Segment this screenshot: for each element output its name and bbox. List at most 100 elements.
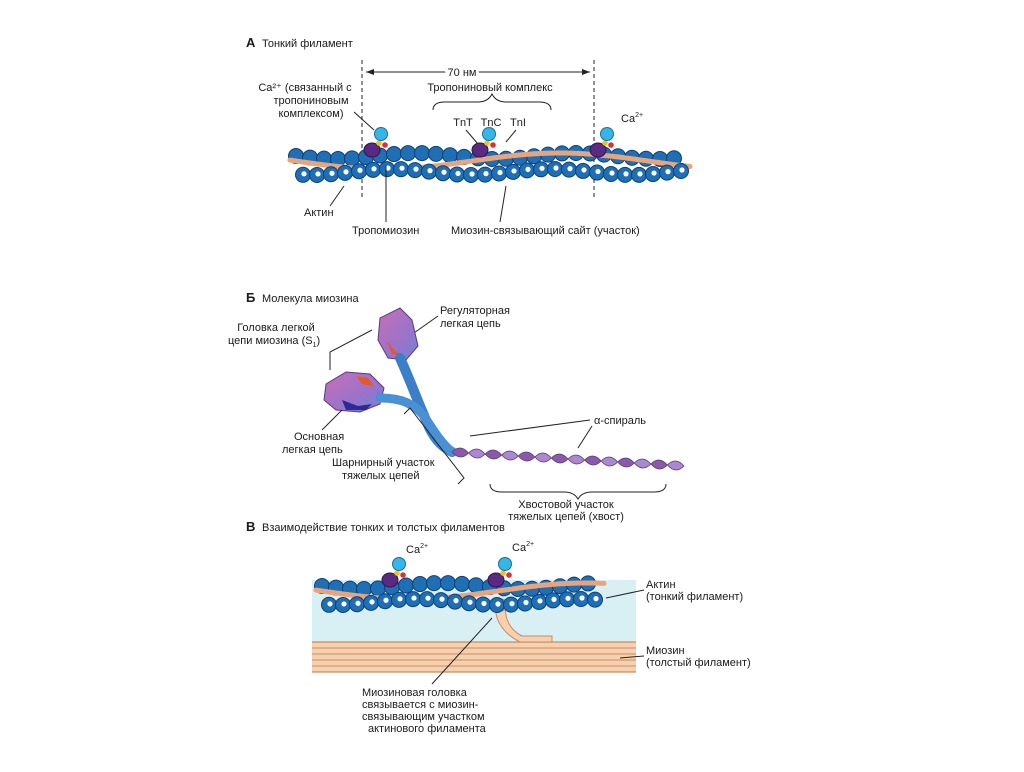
coiled-coil-segment [534, 452, 552, 463]
myosin-binding-site-dot [651, 170, 657, 176]
essential-light-chain-line2: легкая цепь [282, 444, 343, 456]
myosin-binding-site-dot [665, 169, 671, 175]
myosin-binding-site-dot [565, 595, 571, 601]
actin-monomer-upper [442, 147, 458, 164]
myosin-binding-site-dot [595, 168, 601, 175]
actin-monomer-upper [454, 575, 470, 592]
myosin-binding-site-dot [455, 170, 461, 177]
light-chain-head-leader [329, 329, 373, 370]
myosin-binding-site-dot [439, 596, 445, 602]
myosin-binding-site-label: Миозин-связывающий сайт (участок) [451, 225, 640, 237]
regulatory-light-chain-line2: легкая цепь [440, 318, 501, 330]
myosin-binding-site-dot [427, 168, 433, 174]
myosin-binding-site-dot [385, 165, 391, 171]
essential-light-chain-mark [342, 400, 372, 410]
troponin-complex-brace [432, 92, 552, 111]
myosin-binding-site-dot [411, 595, 417, 601]
troponin-i-subunit [400, 572, 406, 578]
troponin-i-subunit [490, 142, 496, 148]
myosin-binding-site-dot [567, 166, 573, 172]
calcium-ion [392, 557, 406, 571]
thick-filament [312, 641, 636, 673]
actin-monomer-upper [400, 145, 416, 162]
actin-monomer-upper [426, 575, 442, 592]
myosin-binding-site-dot [551, 596, 557, 602]
myosin-binding-site-dot [537, 598, 543, 604]
actin-monomer-upper [412, 576, 428, 593]
section-b-letter: Б [246, 290, 255, 305]
myosin-binding-site-dot [509, 601, 515, 607]
coiled-coil-segment [567, 454, 586, 465]
coiled-coil-segment [650, 459, 668, 470]
actin-monomer-upper [440, 575, 456, 592]
thin-filament-a [287, 127, 693, 183]
head-binding-line3: связывающим участком [362, 711, 485, 723]
myosin-binding-site-dot [315, 171, 321, 177]
alpha-helix-leader-2 [577, 425, 593, 449]
myosin-binding-site-dot [483, 171, 489, 177]
myosin-thick-label-line1: Миозин [646, 645, 685, 657]
actin-thin-label-line2: (тонкий филамент) [646, 591, 743, 603]
myosin-head-cross-bridge [495, 605, 553, 643]
ca-label-a: Ca2+ [621, 112, 643, 125]
troponin-i-subunit [382, 142, 388, 148]
actin-monomer-upper [428, 145, 444, 162]
myosin-binding-site-dot [425, 595, 431, 601]
actin-monomer-upper [398, 577, 414, 594]
troponin-i-subunit [506, 572, 512, 578]
coiled-coil-segment [666, 460, 685, 471]
alpha-helix-leader-1 [469, 419, 591, 437]
myosin-thick-leader [619, 655, 645, 659]
coiled-coil-segment [617, 457, 635, 468]
essential-light-chain-line1: Основная [294, 431, 344, 443]
coiled-coil-segment [484, 449, 503, 460]
myosin-binding-site-dot [341, 601, 347, 607]
troponin-t-subunit [363, 142, 381, 158]
troponin-c-subunit [376, 140, 382, 146]
head-lower-orange-mark [356, 376, 374, 386]
coiled-coil-segment [468, 448, 486, 459]
myosin-binding-site-dot [581, 167, 587, 173]
coiled-coil-segment [501, 450, 519, 461]
myosin-binding-site-dot [397, 596, 403, 602]
light-chain-head-label-line1: Головка легкой [237, 322, 315, 334]
ca-label-c1: Ca2+ [406, 543, 428, 556]
head-binding-line1: Миозиновая головка [362, 687, 468, 699]
hinge-label-line1: Шарнирный участок [332, 457, 435, 469]
troponin-c-subunit [602, 140, 608, 146]
head-binding-line4: актинового филамента [368, 723, 487, 735]
tnc-label: TnC [481, 117, 502, 129]
ca-bound-leader [353, 111, 375, 131]
actin-thin-leader [605, 589, 645, 599]
myosin-binding-site-dot [525, 166, 531, 172]
myosin-binding-site-dot [679, 167, 685, 173]
regulatory-light-chain-line1: Регуляторная [440, 305, 510, 317]
troponin-complex-label: Тропониновый комплекс [427, 82, 553, 94]
head-binding-leader [431, 617, 493, 685]
troponin-i-subunit [608, 142, 614, 148]
myosin-binding-site-dot [553, 165, 559, 171]
myosin-binding-site-dot [453, 598, 459, 604]
myosin-binding-site-dot [343, 169, 349, 175]
dimension-arrow-left-icon [366, 69, 374, 75]
tnt-label: TnT [453, 117, 473, 129]
calcium-ion [600, 127, 614, 141]
tail-brace [489, 483, 667, 501]
coiled-coil-segment [550, 453, 569, 464]
coiled-coil-segment [584, 455, 602, 466]
myosin-binding-site-dot [481, 600, 487, 607]
head-binding-line2: связывается с миозин- [362, 699, 479, 711]
section-c-letter: В [246, 519, 255, 534]
myosin-binding-site-dot [369, 599, 375, 605]
myosin-binding-site-dot [399, 165, 405, 171]
hinge-label-line2: тяжелых цепей [342, 470, 420, 482]
ca-label-c2: Ca2+ [512, 541, 534, 554]
section-a-letter: А [246, 35, 256, 50]
troponin-t-subunit [589, 142, 607, 158]
myosin-binding-site-dot [327, 601, 333, 607]
tni-leader [505, 129, 517, 143]
myosin-thick-label-line2: (толстый филамент) [646, 657, 751, 669]
myosin-binding-site-dot [383, 597, 389, 603]
myosin-binding-site-dot [539, 165, 545, 171]
calcium-ion [374, 127, 388, 141]
